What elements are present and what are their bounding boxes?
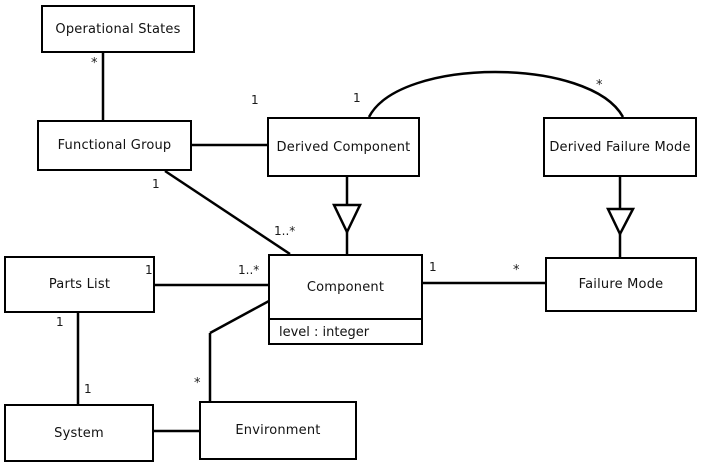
class-name-component: Component bbox=[306, 279, 385, 295]
class-box-component[interactable]: Component level : integer bbox=[268, 254, 423, 345]
class-name-system: System bbox=[54, 425, 104, 441]
class-box-environment[interactable]: Environment bbox=[199, 401, 357, 460]
class-box-operational-states[interactable]: Operational States bbox=[41, 5, 195, 53]
class-name-derived-component: Derived Component bbox=[276, 139, 411, 155]
edge-derived-component-derived-failure-mode bbox=[367, 70, 625, 118]
multiplicity-system-parts-list: 1 bbox=[84, 382, 92, 396]
multiplicity-component-functional-group: 1..* bbox=[274, 224, 296, 238]
class-box-system[interactable]: System bbox=[4, 404, 154, 462]
edge-environment-component-diagonal bbox=[209, 299, 270, 335]
class-name-operational-states: Operational States bbox=[55, 21, 181, 37]
multiplicity-environment-component: * bbox=[194, 376, 201, 391]
multiplicity-derived-failure-mode-arc: * bbox=[596, 78, 603, 93]
multiplicity-derived-component-arc: 1 bbox=[353, 91, 361, 105]
class-name-parts-list: Parts List bbox=[48, 277, 111, 292]
multiplicity-component-failure-mode: 1 bbox=[429, 260, 437, 274]
multiplicity-functional-group-component: 1 bbox=[152, 177, 160, 191]
generalization-triangle-failure-mode bbox=[606, 207, 636, 237]
class-box-functional-group[interactable]: Functional Group bbox=[37, 120, 192, 171]
class-attribute-component-level: level : integer bbox=[270, 318, 421, 344]
class-name-functional-group: Functional Group bbox=[57, 138, 172, 153]
generalization-triangle-component bbox=[332, 203, 362, 235]
multiplicity-component-parts-list: 1..* bbox=[238, 263, 260, 277]
class-box-derived-failure-mode[interactable]: Derived Failure Mode bbox=[543, 117, 697, 177]
multiplicity-operational-states-functional-group: * bbox=[91, 56, 98, 71]
class-name-environment: Environment bbox=[235, 423, 321, 438]
class-name-derived-failure-mode: Derived Failure Mode bbox=[549, 139, 691, 155]
multiplicity-parts-list-system: 1 bbox=[56, 315, 64, 329]
class-box-failure-mode[interactable]: Failure Mode bbox=[545, 257, 697, 312]
edge-functional-group-component bbox=[164, 169, 291, 256]
class-box-parts-list[interactable]: Parts List bbox=[4, 256, 155, 313]
multiplicity-failure-mode-component: * bbox=[513, 263, 520, 278]
class-name-failure-mode: Failure Mode bbox=[578, 277, 664, 292]
multiplicity-parts-list-component: 1 bbox=[145, 263, 153, 277]
class-box-derived-component[interactable]: Derived Component bbox=[267, 117, 420, 177]
multiplicity-functional-group-derived-component: 1 bbox=[251, 93, 259, 107]
